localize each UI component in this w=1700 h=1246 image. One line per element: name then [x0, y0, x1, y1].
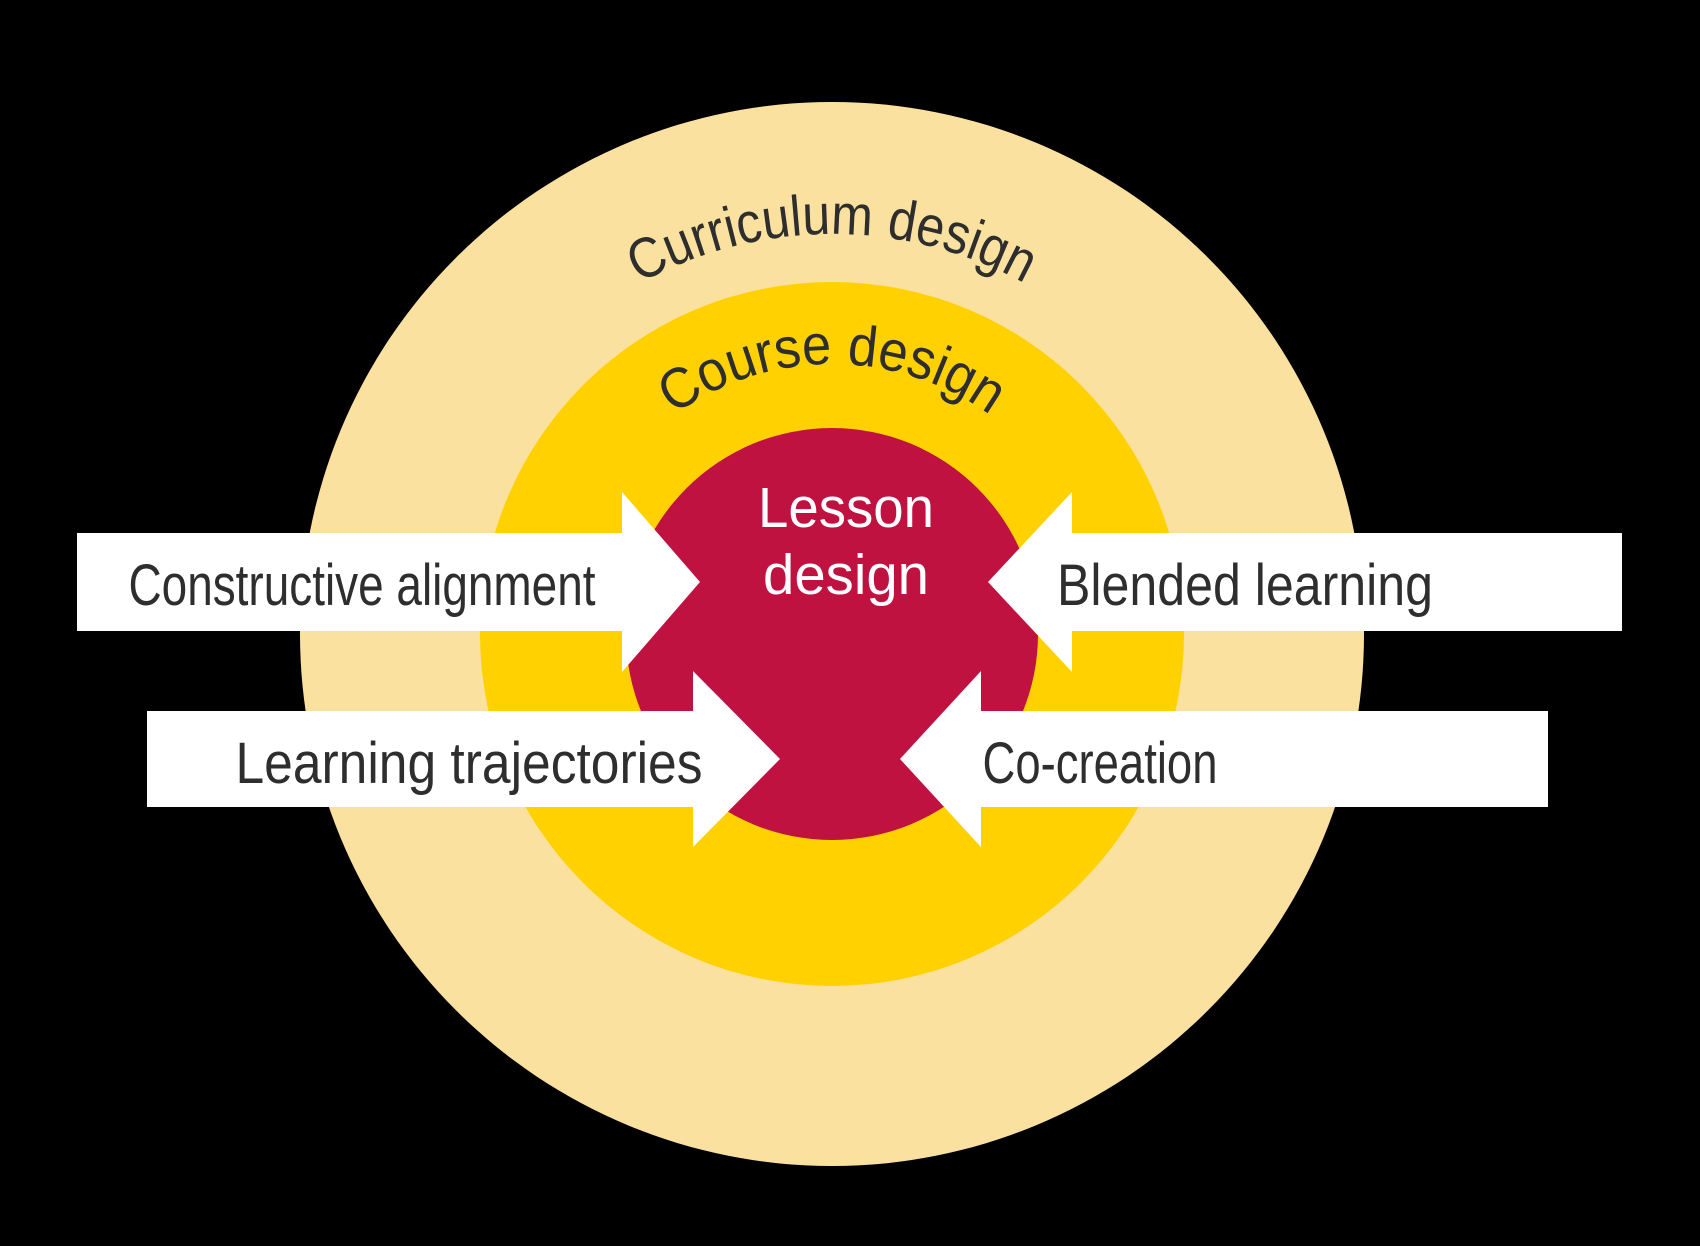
arrow-top-right — [988, 492, 1622, 672]
inner-circle-label-line1: Lesson — [758, 476, 934, 540]
arrow-top-left — [77, 492, 700, 672]
arrow-label-blended-learning: Blended learning — [1057, 553, 1433, 618]
arrow-label-co-creation: Co-creation — [983, 731, 1218, 796]
arrow-bottom-right — [900, 671, 1548, 847]
arrow-bottom-left — [147, 671, 780, 847]
arrow-label-constructive-alignment: Constructive alignment — [129, 553, 596, 618]
inner-circle-label-line2: design — [763, 543, 929, 607]
arrow-label-learning-trajectories: Learning trajectories — [236, 731, 703, 796]
